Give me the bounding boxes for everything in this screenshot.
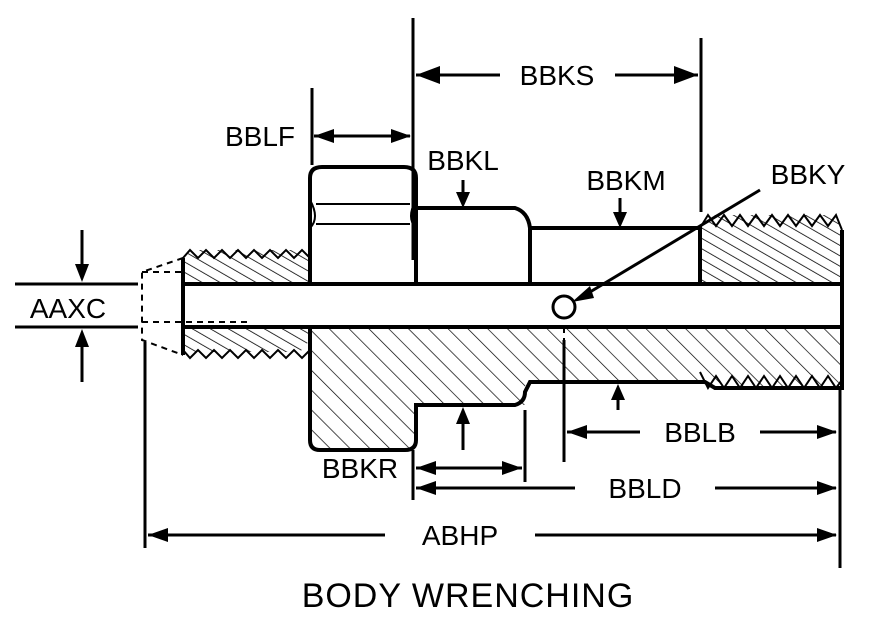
dim-bbkl bbox=[456, 180, 470, 208]
dim-bbld bbox=[416, 481, 837, 495]
label-bbld: BBLD bbox=[608, 473, 681, 504]
label-aaxc: AAXC bbox=[30, 293, 106, 324]
flare-cone-dashed bbox=[141, 257, 250, 356]
shoulder-bbkl-upper bbox=[416, 206, 532, 284]
label-bblf: BBLF bbox=[225, 121, 295, 152]
label-bbkr: BBKR bbox=[322, 453, 398, 484]
body-section-lower bbox=[308, 327, 843, 452]
label-bbky: BBKY bbox=[771, 159, 846, 190]
dim-aaxc bbox=[75, 230, 89, 382]
dim-bbks bbox=[416, 66, 698, 84]
label-bbks: BBKS bbox=[520, 60, 595, 91]
label-abhp: ABHP bbox=[422, 520, 498, 551]
diagram-caption: BODY WRENCHING bbox=[302, 577, 635, 615]
dim-bbkr bbox=[416, 407, 522, 475]
label-bbkl: BBKL bbox=[427, 145, 499, 176]
dim-bblb bbox=[567, 384, 837, 439]
label-bbkm: BBKM bbox=[586, 165, 665, 196]
bbky-port bbox=[551, 188, 761, 320]
dim-bbkm bbox=[613, 198, 627, 228]
left-thread-lower bbox=[182, 327, 311, 360]
dim-abhp bbox=[148, 528, 837, 542]
dim-bblf bbox=[314, 129, 411, 143]
hex-body-upper bbox=[308, 165, 418, 284]
right-thread-upper bbox=[699, 212, 843, 284]
left-thread-upper bbox=[182, 248, 311, 284]
label-bblb: BBLB bbox=[664, 417, 736, 448]
